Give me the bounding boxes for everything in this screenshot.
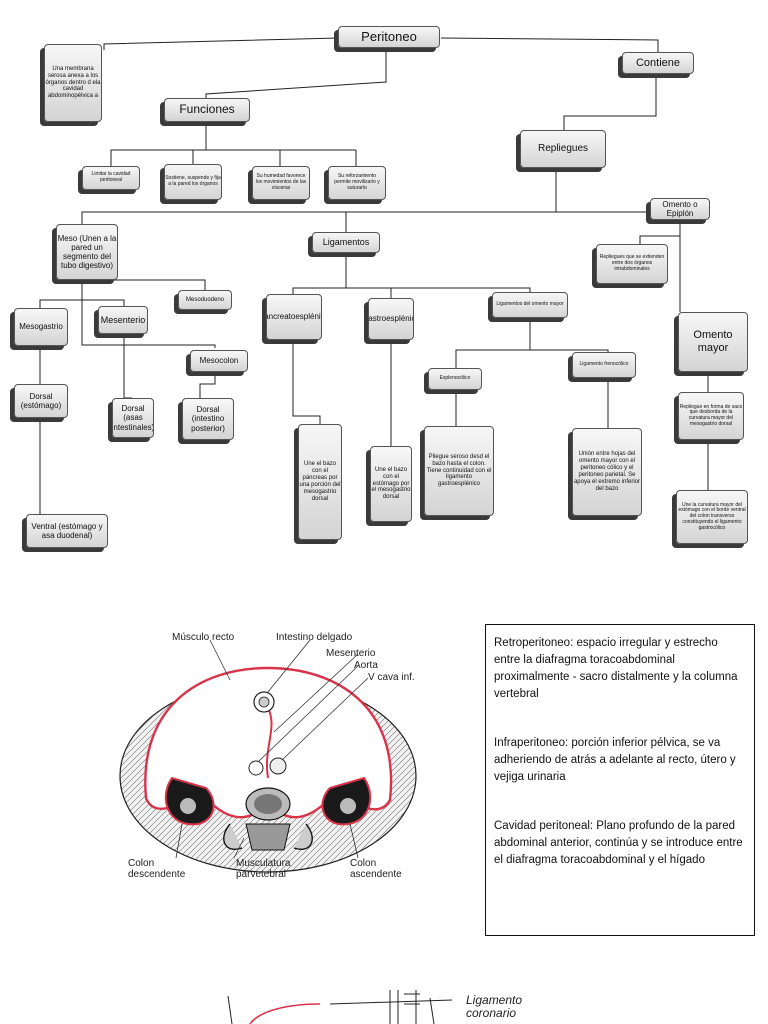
node-pancreatoesplenico: Pancreatoesplénico bbox=[266, 294, 322, 340]
node-gastroesplenico: Gastroesplénico bbox=[368, 298, 414, 340]
node-mesogastrio: Mesogastrio bbox=[14, 308, 68, 346]
node-mesenterio: Mesenterio bbox=[98, 306, 148, 334]
label-v-cava: V cava inf. bbox=[368, 672, 415, 683]
node-contiene: Contiene bbox=[622, 52, 694, 74]
node-omento-mayor-desc1: Repliegue en forma de saco que desborda … bbox=[678, 392, 744, 440]
node-ventral: Ventral (estómago y asa duodenal) bbox=[26, 514, 108, 548]
node-dorsal-intestino: Dorsal (intestino posterior) bbox=[182, 398, 234, 440]
node-dorsal-asas: Dorsal (asas intestinales) bbox=[112, 398, 154, 438]
node-esplenocolico: Esplenocólico bbox=[428, 368, 482, 390]
liver-ligament-sketch bbox=[227, 990, 453, 1024]
definition-retroperitoneo: Retroperitoneo: espacio irregular y estr… bbox=[494, 637, 738, 700]
node-omento: Omento o Epiplón bbox=[650, 198, 710, 220]
node-frenocolico-desc: Unión entre hojas del omento mayor con e… bbox=[572, 428, 642, 516]
node-repliegues: Repliegues bbox=[520, 130, 606, 168]
label-colon-descendente: Colon descendente bbox=[128, 858, 186, 880]
node-peritoneo: Peritoneo bbox=[338, 26, 440, 48]
node-mesoduodeno: Mesoduodeno bbox=[178, 290, 232, 310]
node-frenocolico: Ligamento frenocólico bbox=[572, 352, 636, 378]
label-musculo-recto: Músculo recto bbox=[172, 632, 235, 643]
node-funcion-4: Su reforzamiento permite movilizarlo y s… bbox=[328, 166, 386, 200]
node-ligamentos: Ligamentos bbox=[312, 232, 380, 253]
node-omento-mayor: Omento mayor bbox=[678, 312, 748, 372]
abdominal-cross-section bbox=[119, 639, 417, 873]
label-ligamento-coronario: Ligamento coronario bbox=[466, 993, 523, 1020]
node-omento-mayor-desc2: Une la curvatura mayor del estómago con … bbox=[676, 490, 748, 544]
node-pancreato-desc: Une el bazo con el páncreas por una porc… bbox=[298, 424, 342, 540]
label-musculatura: Musculatura parvetebral bbox=[236, 858, 291, 880]
node-gastro-desc: Une el bazo con el estómago por el mesog… bbox=[370, 446, 412, 522]
node-omento-desc: Repliegues que se extienden entre dos ór… bbox=[596, 244, 668, 284]
node-funcion-2: Sostiene, suspende y fija a la pared los… bbox=[164, 164, 222, 200]
definition-cavidad-peritoneal: Cavidad peritoneal: Plano profundo de la… bbox=[494, 820, 743, 866]
label-mesenterio: Mesenterio bbox=[326, 648, 376, 659]
node-dorsal-estomago: Dorsal (estómago) bbox=[14, 384, 68, 418]
node-funciones: Funciones bbox=[164, 98, 250, 122]
label-colon-ascendente: Colon ascendente bbox=[350, 858, 402, 880]
node-ligamentos-omento-mayor: Ligamentos del omento mayor bbox=[492, 292, 568, 318]
node-meso: Meso (Unen a la pared un segmento del tu… bbox=[56, 224, 118, 280]
label-intestino-delgado: Intestino delgado bbox=[276, 632, 353, 643]
definition-infraperitoneo: Infraperitoneo: porción inferior pélvica… bbox=[494, 737, 736, 783]
node-esplenocolico-desc: Pliegue seroso desd el bazo hasta el col… bbox=[424, 426, 494, 516]
node-mesocolon: Mesocolon bbox=[190, 350, 248, 372]
node-definicion: Una membrana serosa anexa a los órganos … bbox=[44, 44, 102, 122]
definitions-box: Retroperitoneo: espacio irregular y estr… bbox=[485, 624, 755, 936]
node-funcion-3: Su humedad favorece los movimientos de l… bbox=[252, 166, 310, 200]
node-funcion-1: Limitar la cavidad peritoneal bbox=[82, 166, 140, 190]
label-aorta: Aorta bbox=[354, 660, 378, 671]
